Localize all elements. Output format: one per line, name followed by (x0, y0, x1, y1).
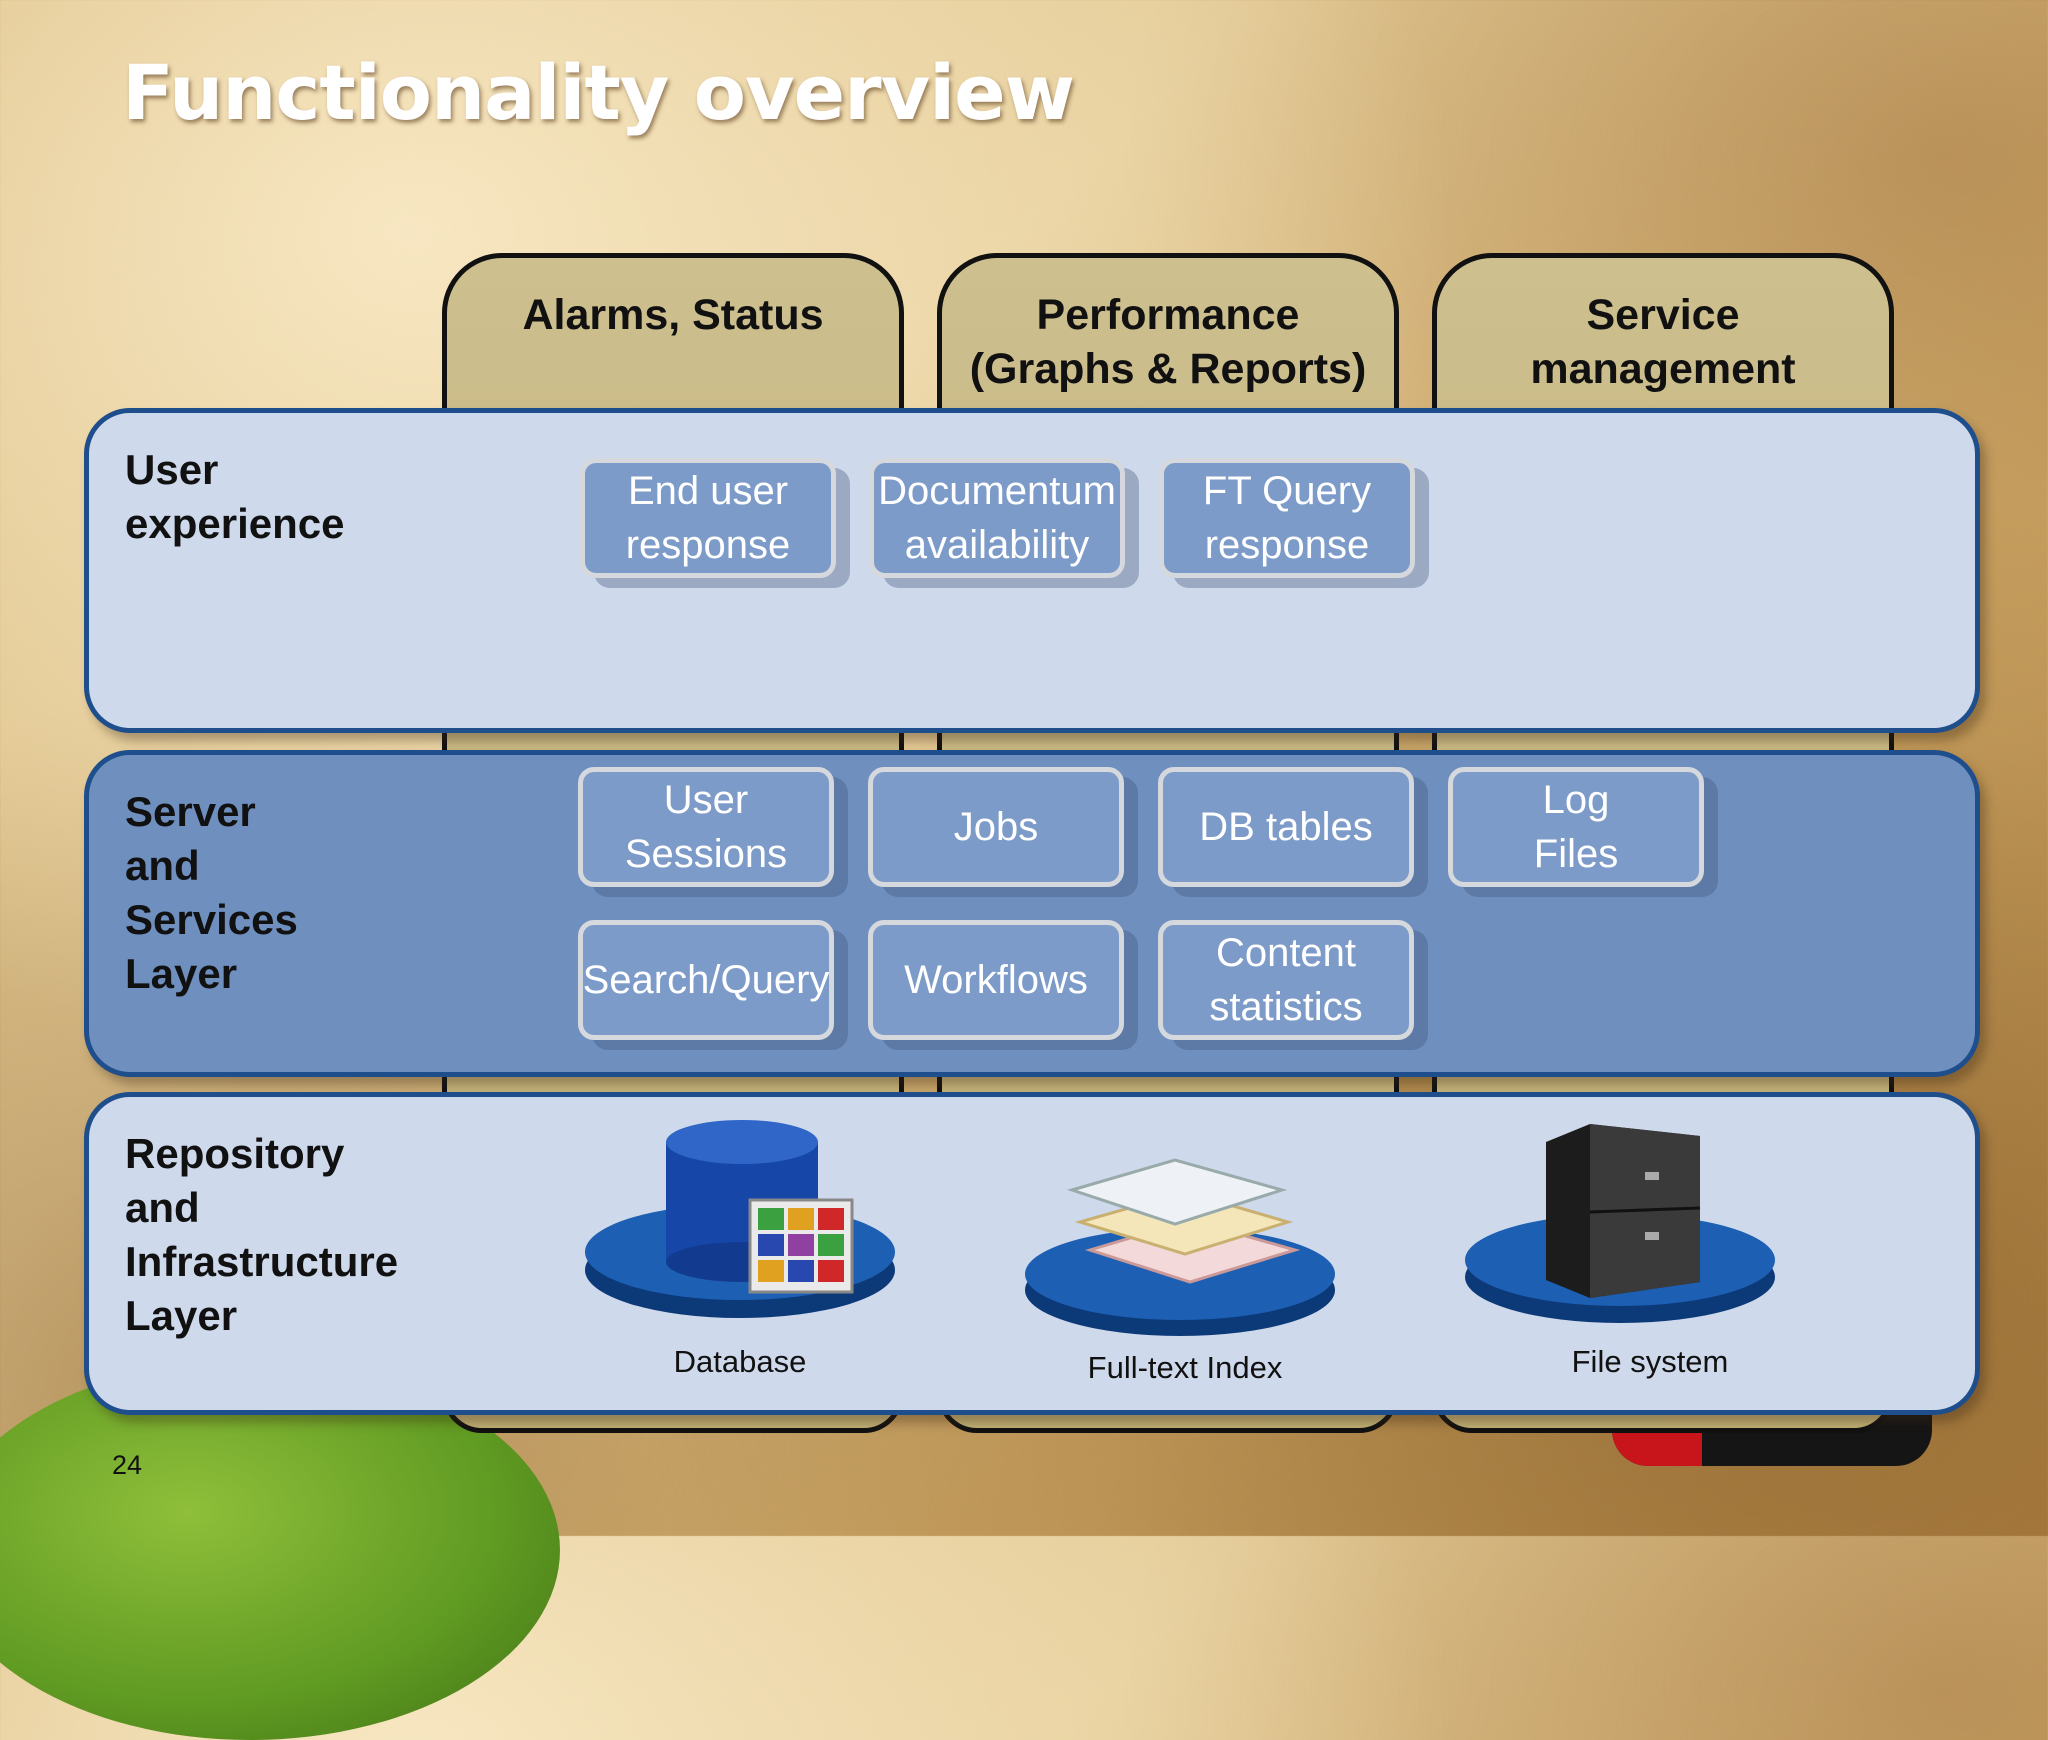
column-header: Service management (1530, 291, 1796, 393)
page-number: 24 (112, 1450, 143, 1480)
tile-db-tables: DB tables (1158, 767, 1414, 887)
column-header: Alarms, Status (522, 291, 824, 339)
tile-search-query: Search/Query (578, 920, 834, 1040)
caption-full-text-index: Full-text Index (1087, 1350, 1283, 1385)
tile-end-user-response: End user response (580, 458, 836, 578)
tile-documentum-availability: Documentum availability (869, 458, 1125, 578)
file-cabinet-icon (1460, 1112, 1780, 1327)
fulltext-index-icon (1020, 1140, 1340, 1340)
layer-label: Repository and Infrastructure Layer (125, 1130, 399, 1339)
caption-file-system: File system (1571, 1344, 1729, 1379)
tile-jobs: Jobs (868, 767, 1124, 887)
layer-label: User experience (125, 446, 345, 547)
caption-database: Database (673, 1344, 807, 1379)
tile-user-sessions: User Sessions (578, 767, 834, 887)
tile-ft-query-response: FT Query response (1159, 458, 1415, 578)
column-header: Performance (Graphs & Reports) (969, 291, 1367, 393)
layer-label: Server and Services Layer (125, 788, 298, 997)
tile-log-files: Log Files (1448, 767, 1704, 887)
database-icon (580, 1112, 900, 1322)
tile-content-statistics: Content statistics (1158, 920, 1414, 1040)
tile-workflows: Workflows (868, 920, 1124, 1040)
slide-title: Functionality overview (122, 48, 1075, 137)
